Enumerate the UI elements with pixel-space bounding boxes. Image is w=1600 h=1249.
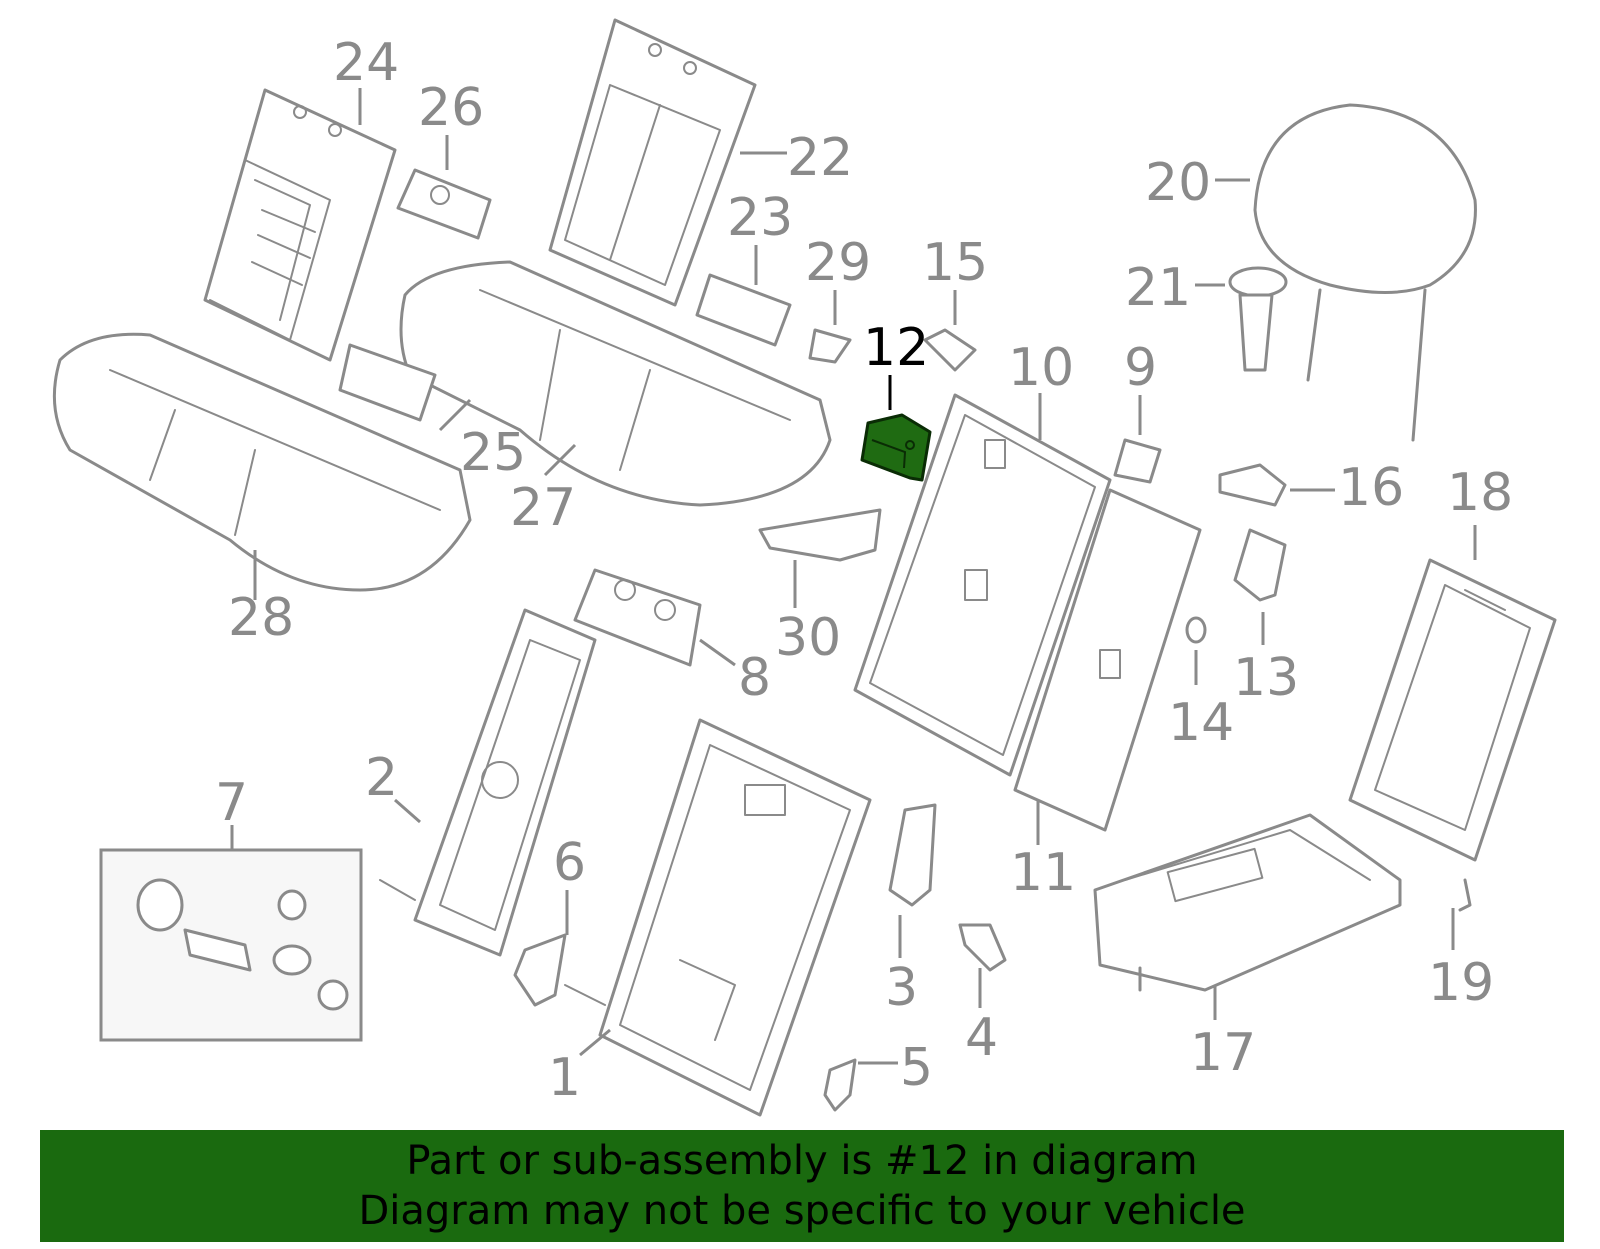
leader-lines (230, 88, 1477, 1065)
callout-8: 8 (738, 648, 771, 708)
callout-27: 27 (510, 478, 576, 538)
part-15-cap (923, 328, 977, 372)
callout-25: 25 (460, 423, 526, 483)
part-2-frame (379, 608, 597, 957)
callout-11: 11 (1010, 843, 1076, 903)
callout-18: 18 (1447, 463, 1513, 523)
part-21-guide (1228, 266, 1288, 372)
callout-16: 16 (1338, 458, 1404, 518)
part-25-block (338, 343, 437, 422)
banner-line-disclaimer: Diagram may not be specific to your vehi… (358, 1188, 1246, 1234)
callout-1: 1 (548, 1048, 581, 1108)
callout-28: 28 (228, 588, 294, 648)
part-9-latch (1113, 438, 1162, 484)
callout-labels: 24 26 22 23 29 15 12 10 9 20 21 16 18 13… (215, 33, 1513, 1108)
part-8-trim (573, 568, 702, 667)
part-23-block (695, 273, 792, 347)
callout-2: 2 (365, 748, 398, 808)
part-13-bracket (1233, 528, 1287, 602)
callout-10: 10 (1008, 338, 1074, 398)
part-3-bracket (888, 803, 937, 907)
callout-4: 4 (965, 1008, 998, 1068)
part-17-armrest (1093, 813, 1402, 992)
callout-6: 6 (553, 833, 586, 893)
part-10-back-panel (853, 393, 1112, 777)
part-11-back-panel (1013, 488, 1202, 832)
part-26-trim (396, 168, 492, 240)
part-16-bracket (1218, 463, 1287, 507)
callout-26: 26 (418, 78, 484, 138)
callout-23: 23 (727, 188, 793, 248)
part-28-left-cushion (52, 332, 472, 592)
part-7-kit-box (99, 848, 363, 1042)
part-6-bracket (513, 933, 567, 1007)
part-1-frame (564, 718, 872, 1117)
callout-14: 14 (1168, 693, 1234, 753)
part-4-bracket (958, 923, 1007, 972)
part-29-clip (808, 328, 852, 364)
callout-15: 15 (922, 233, 988, 293)
callout-20: 20 (1145, 153, 1211, 213)
callout-13: 13 (1233, 648, 1299, 708)
callout-3: 3 (885, 958, 918, 1018)
part-18-side-frame (1348, 558, 1557, 862)
part-24-left-backrest (203, 88, 397, 362)
info-banner: Part or sub-assembly is #12 in diagram D… (40, 1130, 1564, 1242)
part-5-clip (823, 1058, 857, 1112)
part-30-bracket (758, 508, 882, 562)
callout-9: 9 (1124, 338, 1157, 398)
callout-24: 24 (333, 33, 399, 93)
callout-30: 30 (775, 608, 841, 668)
callout-21: 21 (1125, 258, 1191, 318)
part-20-headrest (1253, 103, 1477, 442)
part-22-center-backrest (548, 18, 757, 307)
part-12-bracket (860, 413, 932, 482)
callout-17: 17 (1190, 1023, 1256, 1083)
callout-19: 19 (1428, 953, 1494, 1013)
callout-29: 29 (805, 233, 871, 293)
part-19-clip (1458, 878, 1472, 912)
callout-5: 5 (900, 1038, 933, 1098)
banner-line-part: Part or sub-assembly is #12 in diagram (406, 1138, 1198, 1184)
callout-22: 22 (787, 128, 853, 188)
part-14-ring (1185, 616, 1207, 644)
callout-12: 12 (863, 318, 929, 378)
callout-7: 7 (215, 773, 248, 833)
